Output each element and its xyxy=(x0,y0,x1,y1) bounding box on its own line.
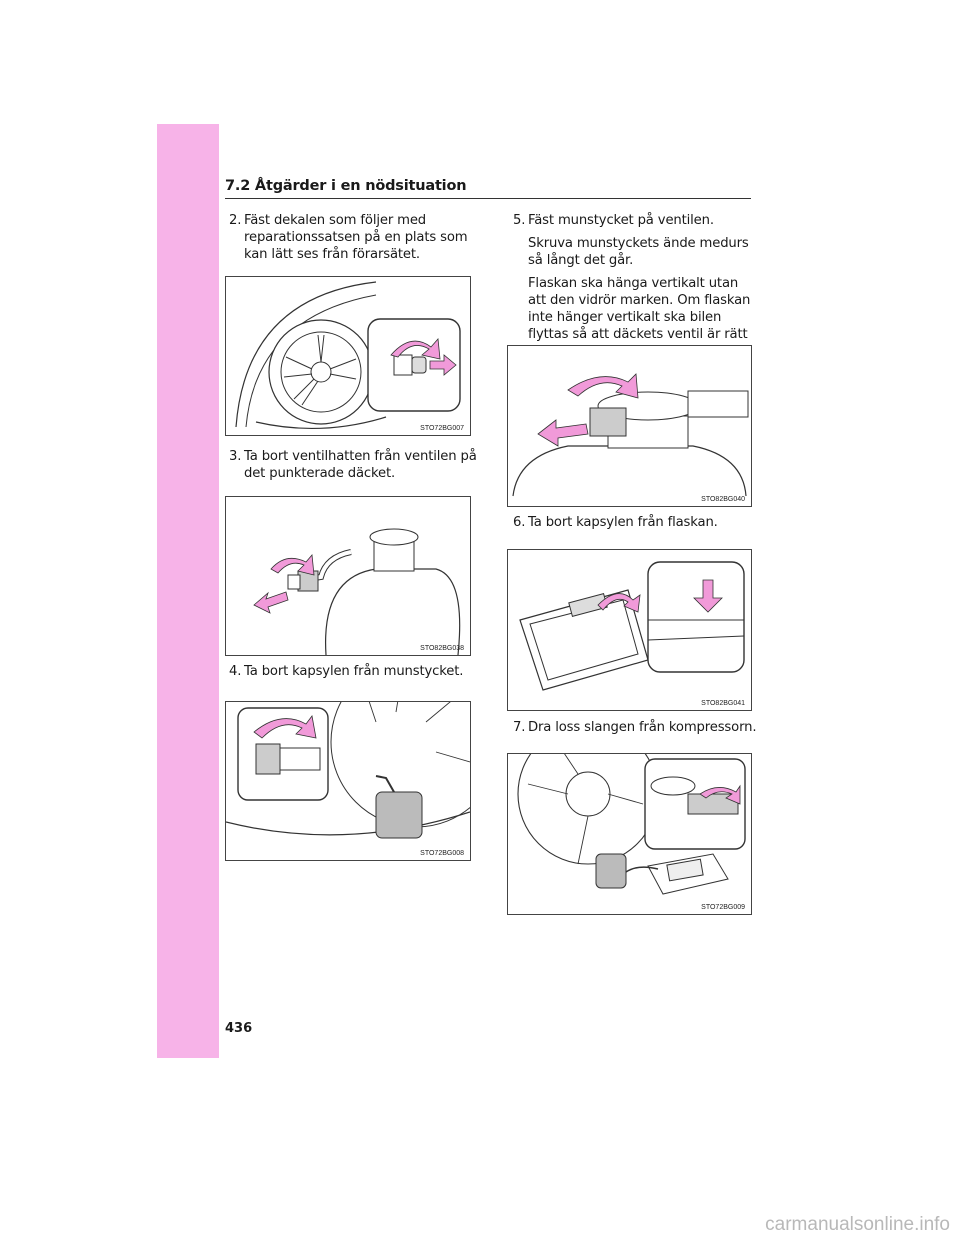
step-6: 6. Ta bort kapsylen från flaskan. xyxy=(513,514,758,531)
step-text: Dra loss slangen från kompressorn. xyxy=(528,720,757,735)
step-3: 3. Ta bort ventilhatten från ventilen på… xyxy=(229,448,479,482)
step-number: 4. xyxy=(229,664,242,679)
step-5: 5. Fäst munstycket på ventilen. Skruva m… xyxy=(513,212,758,366)
wheel-valve-illustration xyxy=(235,281,461,430)
figure-nozzle-bottle: STO82BG038 xyxy=(225,496,471,656)
figure-bottle-cap: STO82BG041 xyxy=(507,549,752,711)
figure-code: STO82BG041 xyxy=(701,700,745,707)
figure-valve-cap: STO72BG007 xyxy=(225,276,471,436)
page-number: 436 xyxy=(225,1021,253,1036)
bottle-cap-illustration xyxy=(519,561,745,691)
step-number: 7. xyxy=(513,720,526,735)
step-text: Fäst dekalen som följer med reparationss… xyxy=(244,213,468,262)
step-number: 3. xyxy=(229,449,242,464)
step-4: 4. Ta bort kapsylen från munstycket. xyxy=(229,663,479,680)
section-header: 7.2 Åtgärder i en nödsituation xyxy=(225,178,751,199)
step-number: 5. xyxy=(513,213,526,228)
step-number: 6. xyxy=(513,515,526,530)
figure-code: STO72BG008 xyxy=(420,850,464,857)
step-text: Ta bort kapsylen från flaskan. xyxy=(528,515,718,530)
compressor-hose-illustration xyxy=(517,754,746,895)
step-note: Flaskan ska hänga vertikalt utan att den… xyxy=(528,276,751,359)
figure-nozzle-valve: STO82BG040 xyxy=(507,345,752,507)
nozzle-cap-illustration xyxy=(226,702,470,839)
figure-code: STO82BG040 xyxy=(701,496,745,503)
figure-code: STO72BG007 xyxy=(420,425,464,432)
step-text: Fäst munstycket på ventilen. xyxy=(528,213,714,228)
figure-code: STO72BG009 xyxy=(701,904,745,911)
step-2: 2. Fäst dekalen som följer med reparatio… xyxy=(229,212,479,263)
bottle-nozzle-illustration xyxy=(253,528,461,655)
watermark: carmanualsonline.info xyxy=(765,1214,950,1235)
step-7: 7. Dra loss slangen från kompressorn. xyxy=(513,719,758,736)
figure-code: STO82BG038 xyxy=(420,645,464,652)
figure-compressor-hose: STO72BG009 xyxy=(507,753,752,915)
step-note: Skruva munstyckets ände medurs så långt … xyxy=(528,236,749,268)
step-text: Ta bort ventilhatten från ventilen på de… xyxy=(244,449,477,481)
nozzle-on-valve-illustration xyxy=(512,373,749,497)
chapter-side-tab xyxy=(157,124,219,1058)
step-number: 2. xyxy=(229,213,242,228)
step-text: Ta bort kapsylen från munstycket. xyxy=(244,664,464,679)
figure-nozzle-cap: STO72BG008 xyxy=(225,701,471,861)
